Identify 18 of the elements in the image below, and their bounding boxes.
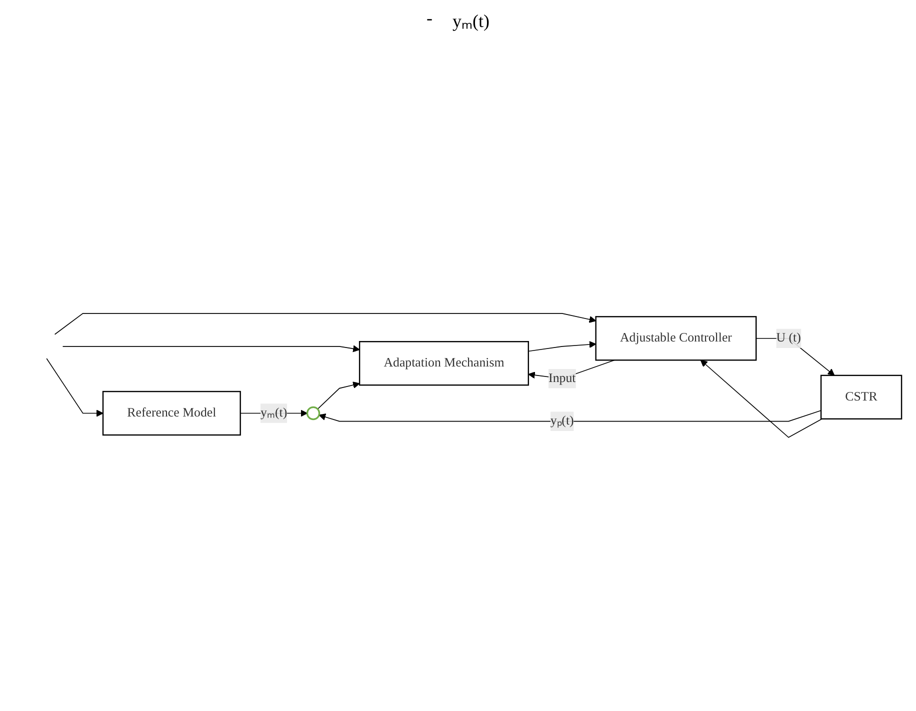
arrow: [528, 341, 596, 352]
node-box: CSTR: [820, 374, 902, 420]
node-box: Adjustable Controller: [595, 316, 757, 361]
node-box: Reference Model: [102, 391, 241, 436]
arrow: [62, 345, 360, 352]
arrow: [318, 410, 822, 422]
signal-label: -: [426, 8, 432, 30]
arrow: [46, 358, 104, 417]
node-circle: [306, 406, 320, 420]
edge-label: yₘ(t): [260, 406, 288, 420]
signal-label: yₘ(t): [452, 10, 490, 32]
edge-label: yₚ(t): [550, 414, 574, 428]
node-box: Adaptation Mechanism: [358, 341, 529, 386]
arrow: [54, 313, 596, 335]
arrow: [700, 360, 822, 438]
arrow: [317, 382, 360, 410]
edge-label: Input: [548, 371, 576, 386]
edge-label: U (t): [776, 331, 801, 345]
